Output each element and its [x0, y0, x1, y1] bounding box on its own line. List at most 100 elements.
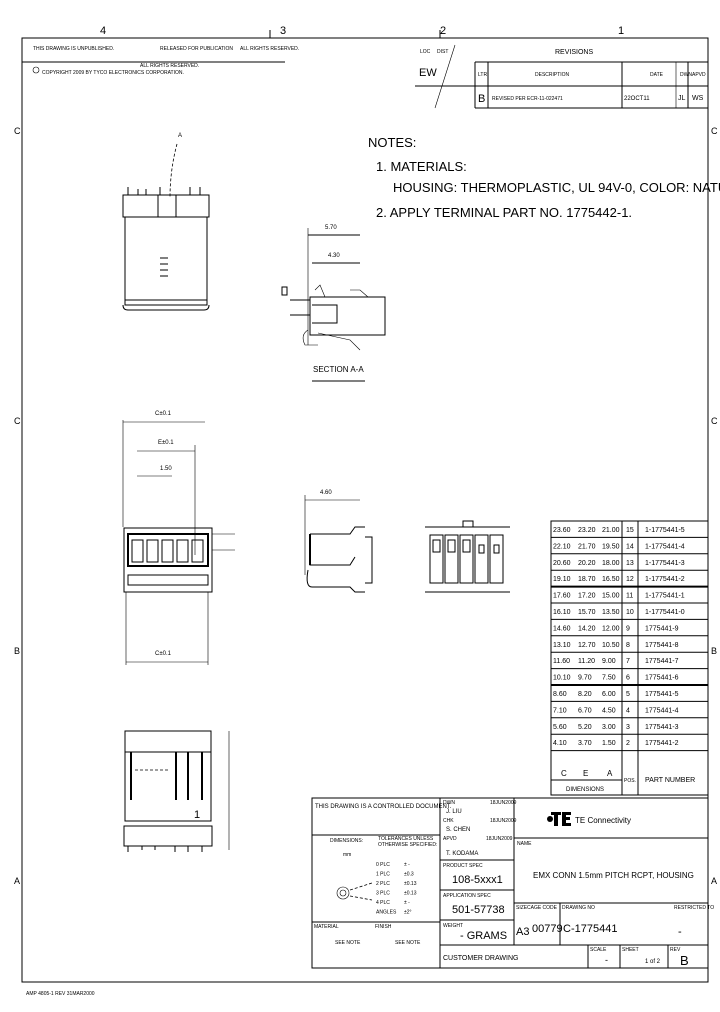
- drawing-name: EMX CONN 1.5mm PITCH RCPT, HOUSING: [533, 871, 694, 880]
- front-view: C±0.1 E±0.1 1.50 C±0.1: [122, 411, 235, 665]
- cell-e: 14.20: [578, 625, 596, 632]
- cell-a: 10.50: [602, 642, 620, 649]
- circuit-1-marker: 1: [194, 809, 200, 821]
- cell-c: 4.10: [553, 740, 567, 747]
- cell-e: 17.20: [578, 593, 596, 600]
- tolerance-value: ±0.13: [404, 881, 417, 887]
- cell-pos: 8: [626, 642, 630, 649]
- tolerance-value: ±0.13: [404, 891, 417, 897]
- cell-part-number: 1-1775441-5: [645, 527, 685, 534]
- application-spec: 501-57738: [452, 904, 505, 916]
- finish-value: SEE NOTE: [395, 940, 421, 946]
- cell-e: 15.70: [578, 609, 596, 616]
- restricted-label: RESTRICTED TO: [674, 905, 714, 911]
- cell-a: 7.50: [602, 675, 616, 682]
- cell-pos: 3: [626, 724, 630, 731]
- restricted: -: [678, 926, 682, 938]
- chk-name: S. CHEN: [446, 827, 470, 833]
- dwn-name: J. LIU: [446, 809, 462, 815]
- cell-pos: 15: [626, 527, 634, 534]
- top-view: A: [122, 133, 210, 311]
- side-view: 4.60: [304, 490, 373, 593]
- cell-a: 12.00: [602, 625, 620, 632]
- cell-pos: 11: [626, 593, 633, 600]
- section-depth-dim: 5.70: [325, 225, 337, 231]
- cell-part-number: 1775441-3: [645, 724, 679, 731]
- header-part-number: PART NUMBER: [645, 777, 695, 784]
- cell-a: 3.00: [602, 724, 616, 731]
- cell-c: 23.60: [553, 527, 571, 534]
- tolerance-rows: 0 PLC± -1 PLC±0.32 PLC±0.133 PLC±0.134 P…: [376, 862, 417, 916]
- cell-pos: 7: [626, 658, 630, 665]
- cell-e: 9.70: [578, 675, 592, 682]
- col-apvd: APVD: [692, 72, 706, 78]
- cell-c: 11.60: [553, 658, 570, 665]
- cell-part-number: 1-1775441-0: [645, 609, 685, 616]
- cage-label: CAGE CODE: [527, 905, 558, 911]
- cell-pos: 10: [626, 609, 634, 616]
- cell-c: 16.10: [553, 609, 571, 616]
- copyright-text: COPYRIGHT 2009 BY TYCO ELECTRONICS CORPO…: [42, 70, 184, 76]
- tolerance-places: 2 PLC: [376, 881, 390, 887]
- chk-label: CHK: [443, 818, 454, 824]
- cell-a: 1.50: [602, 740, 616, 747]
- cell-pos: 6: [626, 675, 630, 682]
- material-value: SEE NOTE: [335, 940, 361, 946]
- cell-part-number: 1775441-8: [645, 642, 679, 649]
- drawing-no-label: DRAWING NO: [562, 905, 595, 911]
- cell-e: 18.70: [578, 576, 596, 583]
- cage-code: 00779: [532, 923, 563, 935]
- tolerance-places: 0 PLC: [376, 862, 390, 868]
- cell-pos: 9: [626, 625, 630, 632]
- section-inner-dim: 4.30: [328, 253, 340, 259]
- name-label: NAME: [517, 841, 532, 847]
- product-spec: 108-5xxx1: [452, 874, 503, 886]
- header-dimensions: DIMENSIONS: [566, 787, 604, 793]
- weight: - GRAMS: [460, 930, 507, 942]
- cell-c: 13.10: [553, 642, 571, 649]
- sheet-label: SHEET: [622, 947, 639, 953]
- cell-part-number: 1-1775441-2: [645, 576, 685, 583]
- cell-part-number: 1775441-9: [645, 625, 679, 632]
- cell-e: 5.20: [578, 724, 592, 731]
- apvd-date: 18JUN2009: [486, 836, 513, 842]
- application-spec-label: APPLICATION SPEC: [443, 893, 491, 899]
- cell-c: 14.60: [553, 625, 571, 632]
- rev-description: REVISED PER ECR-11-022471: [492, 96, 563, 102]
- zone-a-left: A: [14, 876, 20, 886]
- header-c: C: [561, 769, 567, 778]
- apvd-label: APVD: [443, 836, 457, 842]
- notes-title: NOTES:: [368, 135, 416, 150]
- header-pos: POS.: [624, 778, 636, 784]
- tolerance-value: ±2°: [404, 910, 412, 916]
- revision-row: B REVISED PER ECR-11-022471 22OCT11 JL W…: [478, 93, 704, 105]
- rights-text: ALL RIGHTS RESERVED.: [240, 46, 299, 52]
- contact-cavities: [131, 539, 204, 563]
- revisions-title: REVISIONS: [555, 49, 593, 56]
- zone-2: 2: [440, 25, 446, 37]
- side-depth-dim: 4.60: [320, 490, 332, 496]
- tolerance-value: ± -: [404, 900, 410, 906]
- cell-c: 5.60: [553, 724, 567, 731]
- tolerances-label: TOLERANCES UNLESS: [378, 836, 434, 842]
- cell-a: 21.00: [602, 527, 620, 534]
- loc-label: LOC: [420, 49, 431, 55]
- section-view: 5.70 4.30 SECTION A-A: [281, 225, 386, 382]
- header-a: A: [607, 769, 613, 778]
- front-width-dim: C±0.1: [155, 411, 172, 417]
- weight-label: WEIGHT: [443, 923, 463, 929]
- company-name: TE Connectivity: [575, 816, 631, 825]
- copyright-icon: [32, 66, 40, 74]
- cell-a: 19.50: [602, 543, 620, 550]
- note-2: 2. APPLY TERMINAL PART NO. 1775442-1.: [376, 205, 632, 220]
- controlled-document: THIS DRAWING IS A CONTROLLED DOCUMENT.: [315, 804, 452, 810]
- rev-ltr: B: [478, 93, 485, 105]
- rev: B: [680, 953, 689, 968]
